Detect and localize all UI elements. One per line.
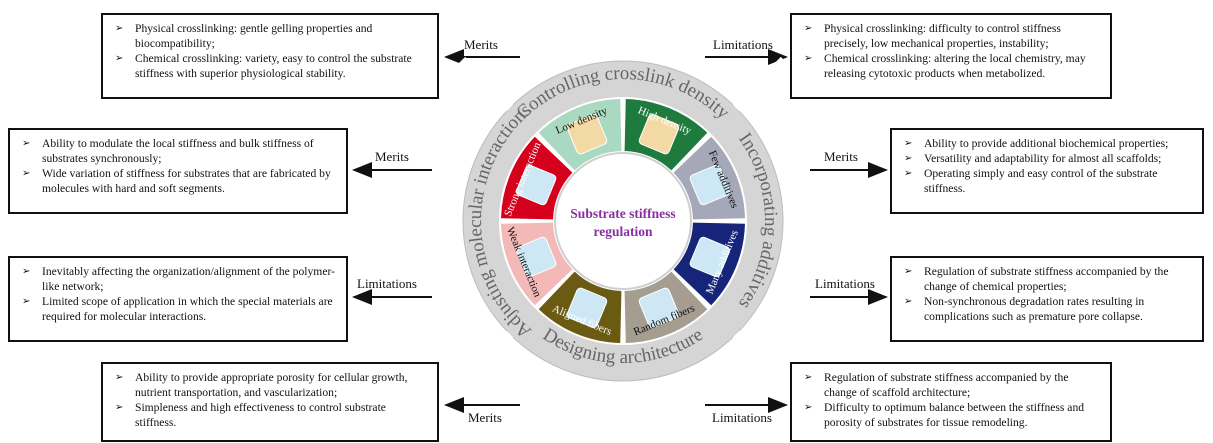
limitations-label-left: Limitations	[357, 276, 417, 291]
sample-tile	[638, 287, 680, 329]
sample-tile	[515, 236, 557, 278]
sample-tile	[689, 164, 731, 206]
bullet-item: Versatility and adaptability for almost …	[904, 151, 1192, 166]
center-circle	[554, 152, 692, 290]
limitations-label-bottom: Limitations	[712, 410, 772, 425]
merits-label-top: Merits	[464, 37, 498, 52]
limitations-box-architecture: Regulation of substrate stiffness accomp…	[790, 362, 1112, 442]
center-title-line2: regulation	[593, 224, 652, 239]
limitations-label-right: Limitations	[815, 276, 875, 291]
merits-box-molecular: Ability to modulate the local stiffness …	[8, 128, 348, 214]
bullet-item: Difficulty to optimum balance between th…	[804, 400, 1100, 430]
sample-tile	[566, 287, 608, 329]
limitations-box-crosslink: Physical crosslinking: difficulty to con…	[790, 13, 1112, 99]
sample-tile	[515, 164, 557, 206]
center-title-line1: Substrate stiffness	[570, 206, 675, 221]
outer-ring-dividers	[458, 56, 788, 386]
limitations-box-molecular: Inevitably affecting the organization/al…	[8, 256, 348, 342]
bullet-item: Wide variation of stiffness for substrat…	[22, 166, 336, 196]
merits-label-bottom: Merits	[468, 410, 502, 425]
merits-box-architecture: Ability to provide appropriate porosity …	[101, 362, 439, 442]
bullet-item: Regulation of substrate stiffness accomp…	[904, 264, 1192, 294]
limitations-box-additives: Regulation of substrate stiffness accomp…	[890, 256, 1204, 342]
bullet-item: Ability to provide additional biochemica…	[904, 136, 1192, 151]
bullet-item: Operating simply and easy control of the…	[904, 166, 1192, 196]
bullet-item: Simpleness and high effectiveness to con…	[115, 400, 427, 430]
merits-label-left: Merits	[375, 149, 409, 164]
bullet-item: Chemical crosslinking: altering the loca…	[804, 51, 1100, 81]
bullet-item: Ability to provide appropriate porosity …	[115, 370, 427, 400]
regulation-wheel: Controlling crosslink density Incorporat…	[458, 56, 788, 386]
bullet-item: Ability to modulate the local stiffness …	[22, 136, 336, 166]
bullet-item: Physical crosslinking: difficulty to con…	[804, 21, 1100, 51]
merits-box-additives: Ability to provide additional biochemica…	[890, 128, 1204, 214]
bullet-item: Physical crosslinking: gentle gelling pr…	[115, 21, 427, 51]
bullet-item: Inevitably affecting the organization/al…	[22, 264, 336, 294]
limitations-label-top: Limitations	[713, 37, 773, 52]
sample-tile	[638, 113, 680, 155]
bullet-item: Regulation of substrate stiffness accomp…	[804, 370, 1100, 400]
merits-box-crosslink: Physical crosslinking: gentle gelling pr…	[101, 13, 439, 99]
merits-label-right: Merits	[824, 149, 858, 164]
bullet-item: Limited scope of application in which th…	[22, 294, 336, 324]
sample-tile	[566, 113, 608, 155]
sample-tile	[689, 236, 731, 278]
bullet-item: Chemical crosslinking: variety, easy to …	[115, 51, 427, 81]
bullet-item: Non-synchronous degradation rates result…	[904, 294, 1192, 324]
